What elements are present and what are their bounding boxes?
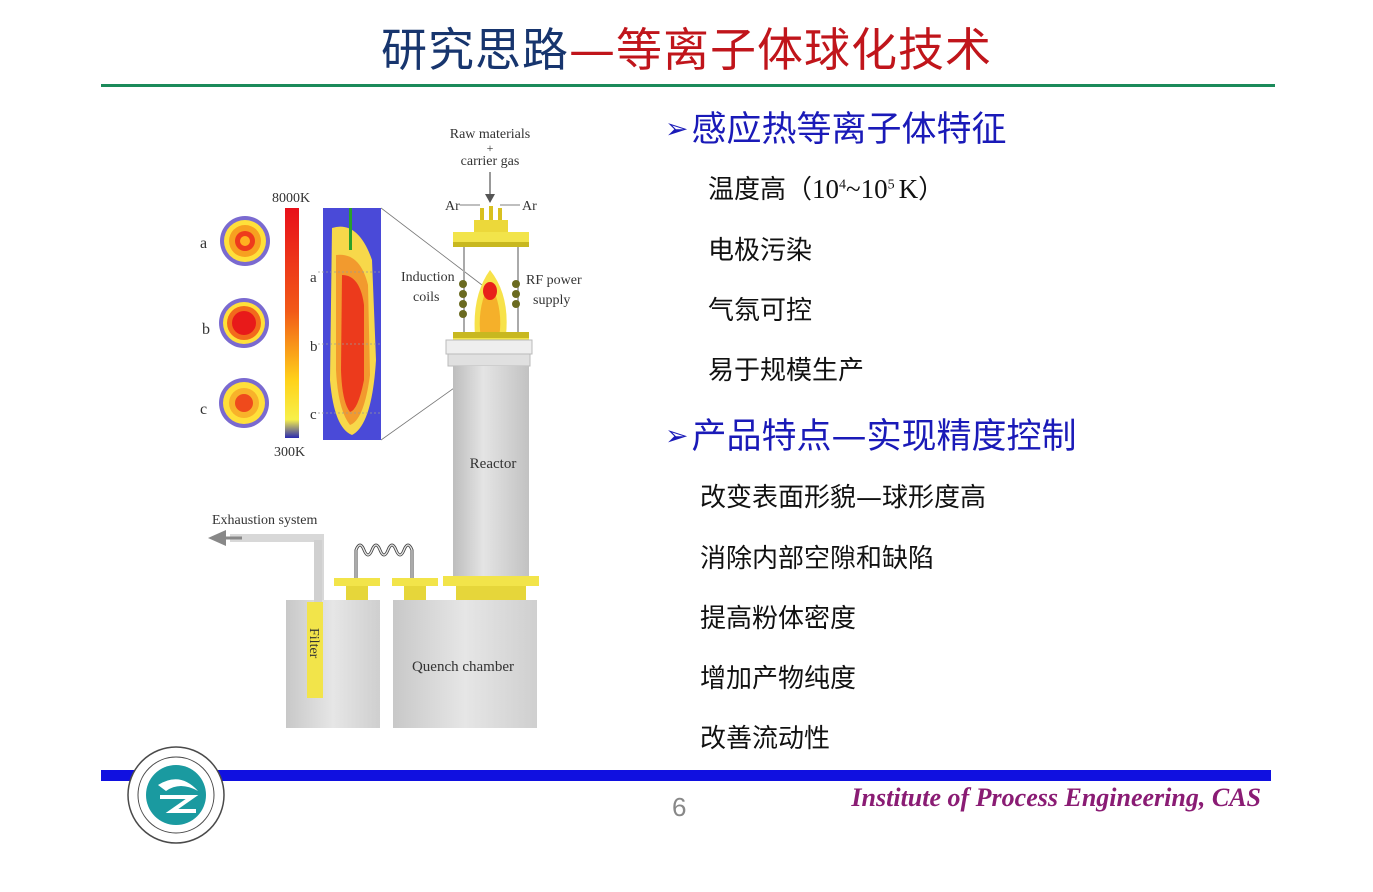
cross-label-b: b (202, 321, 210, 338)
section1-item: 电极污染 (708, 236, 813, 266)
cross-section-c (219, 378, 269, 428)
ar-right-label: Ar (522, 199, 537, 214)
quench-chamber (393, 600, 537, 728)
temp-exp2: 5 (887, 177, 895, 193)
quench-label: Quench chamber (412, 659, 514, 675)
filter-element (307, 602, 323, 698)
title-part2: —等离子体球化技术 (569, 23, 992, 77)
section1-item: 易于规模生产 (708, 356, 865, 386)
section2-heading: ➢产品特点—实现精度控制 (665, 408, 1076, 459)
profile-label-a: a (310, 270, 317, 286)
profile-label-c: c (310, 407, 317, 423)
plasma-profile (323, 208, 381, 440)
cross-section-a (220, 216, 270, 266)
reactor-label: Reactor (470, 456, 517, 472)
carrier-gas-label: carrier gas (461, 154, 520, 169)
temp-min-label: 300K (274, 445, 305, 460)
reactor-vessel (453, 366, 529, 578)
plasma-system-diagram: a b c 8000K 300K a b c Raw materials + c… (200, 127, 582, 728)
cross-section-b (219, 298, 269, 348)
section1-item: 气氛可控 (708, 296, 813, 326)
raw-materials-label: Raw materials (450, 127, 530, 142)
slide-title: 研究思路—等离子体球化技术 (0, 14, 1373, 80)
filter-label: Filter (306, 628, 321, 659)
temperature-colorbar (285, 208, 299, 438)
institute-logo (127, 746, 225, 844)
section2-item: 改变表面形貌—球形度高 (700, 483, 987, 513)
cross-label-c: c (200, 401, 207, 418)
supply-label: supply (533, 293, 570, 308)
coils-label: coils (413, 290, 439, 305)
section2-heading-text: 产品特点—实现精度控制 (691, 417, 1077, 457)
profile-label-b: b (310, 339, 318, 355)
temp-base2: 10 (860, 174, 888, 204)
temp-tilde: ~ (846, 174, 861, 204)
temp-unit: K (898, 174, 919, 204)
bullet-arrow-icon: ➢ (665, 419, 689, 452)
section2-item: 消除内部空隙和缺陷 (700, 544, 935, 574)
exhaustion-label: Exhaustion system (212, 513, 317, 528)
temp-prefix: 温度高（ (708, 175, 813, 205)
institute-name: Institute of Process Engineering, CAS (851, 783, 1261, 812)
ar-left-label: Ar (445, 199, 460, 214)
temp-max-label: 8000K (272, 191, 310, 206)
plus-label: + (487, 141, 494, 155)
page-number: 6 (672, 792, 687, 822)
cross-label-a: a (200, 235, 207, 252)
title-rule (101, 84, 1275, 87)
bullet-arrow-icon: ➢ (665, 112, 689, 145)
section2-item: 改善流动性 (700, 724, 831, 754)
temp-exp1: 4 (839, 177, 847, 193)
rf-power-label: RF power (526, 273, 582, 288)
temp-suffix: ） (918, 175, 945, 205)
temp-base1: 10 (812, 174, 840, 204)
plasma-torch (453, 206, 529, 372)
section1-heading-text: 感应热等离子体特征 (691, 110, 1007, 150)
induction-label: Induction (401, 270, 455, 285)
section2-item: 增加产物纯度 (700, 664, 857, 694)
section2-item: 提高粉体密度 (700, 604, 857, 634)
section1-heading: ➢感应热等离子体特征 (665, 101, 1006, 152)
footer-bar (101, 770, 1271, 781)
filter-box (286, 600, 380, 728)
title-part1: 研究思路 (381, 23, 569, 77)
